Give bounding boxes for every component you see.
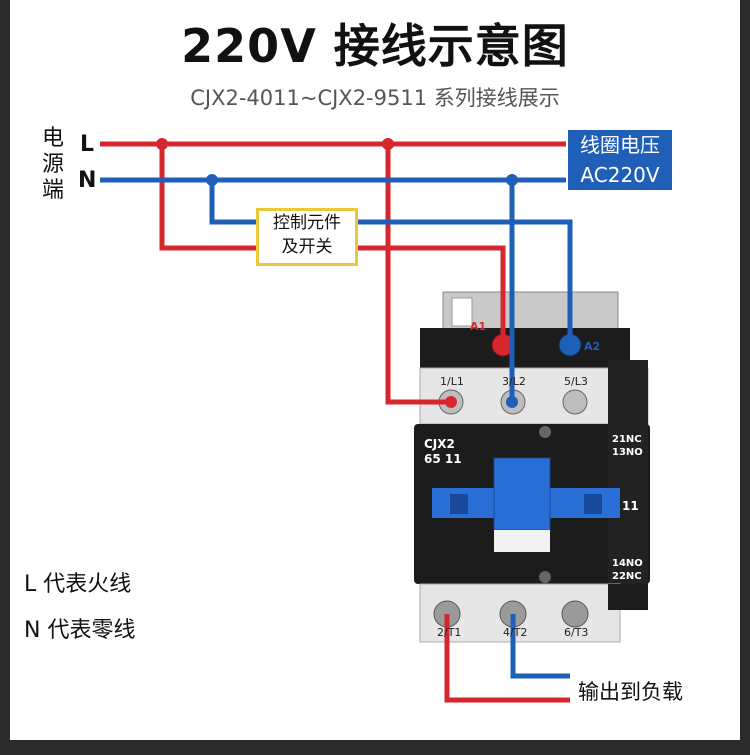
actuator-center: [493, 457, 551, 531]
live-to-control: [159, 144, 256, 251]
actuator-left-notch: [450, 494, 468, 514]
bottom-screw-3: [561, 600, 589, 628]
coil-terminal-a2: A2: [584, 340, 600, 353]
bracket-slot: [451, 297, 473, 327]
junction-dot: [506, 174, 518, 186]
top-screw-3: [562, 389, 588, 415]
terminal-dot: [506, 396, 518, 408]
aux-label-21nc: 21NC: [612, 434, 642, 445]
bottom-aux-block: [608, 584, 648, 610]
model-rating: 65 11: [424, 452, 462, 466]
legend-live: L 代表火线: [24, 572, 132, 597]
control-element-box: 控制元件 及开关: [256, 208, 358, 266]
junction-dot: [156, 138, 168, 150]
actuator-right-notch: [584, 494, 602, 514]
page-subtitle: CJX2-4011~CJX2-9511 系列接线展示: [190, 86, 560, 110]
live-wires: [100, 141, 570, 703]
actuator-window: [494, 530, 550, 552]
live-to-terminal-1: [385, 144, 451, 405]
control-line2: 及开关: [281, 237, 333, 257]
coil-terminal-a1: A1: [470, 320, 486, 333]
page-title: 220V 接线示意图: [181, 19, 569, 73]
legend-neutral: N 代表零线: [24, 618, 136, 643]
coil-voltage-box: 线圈电压 AC220V: [568, 130, 672, 190]
output-t1: [444, 614, 570, 703]
terminal-dot: [445, 396, 457, 408]
coil-terminal-block: [420, 328, 630, 368]
body-screw-bottom: [539, 571, 551, 583]
junction-dot: [206, 174, 218, 186]
coil-voltage-line1: 线圈电压: [580, 133, 660, 157]
aux-label-13no: 13NO: [612, 447, 643, 458]
side-aux-panel: [608, 360, 648, 590]
bottom-terminal-label-1: 2/T1: [437, 626, 461, 639]
top-terminal-label-3: 5/L3: [564, 375, 588, 388]
control-line1: 控制元件: [273, 213, 341, 233]
top-terminal-label-2: 3/L2: [502, 375, 526, 388]
control-to-a2: [352, 219, 573, 345]
source-label: 电源端: [41, 126, 64, 203]
control-to-a1: [352, 245, 506, 345]
aux-label-22nc: 22NC: [612, 571, 642, 582]
junction-dot: [382, 138, 394, 150]
body-screw-top: [539, 426, 551, 438]
neutral-wires: [100, 177, 573, 679]
line-l-label: L: [80, 132, 95, 157]
bottom-terminal-label-2: 4/T2: [503, 626, 527, 639]
aux-label-11: 11: [622, 499, 639, 513]
bottom-terminal-label-3: 6/T3: [564, 626, 588, 639]
output-t2: [510, 614, 570, 679]
output-label: 输出到负载: [578, 680, 683, 704]
neutral-to-control: [209, 180, 256, 225]
model-label: CJX2: [424, 437, 455, 451]
line-n-label: N: [78, 168, 97, 193]
coil-voltage-line2: AC220V: [580, 163, 660, 187]
top-terminal-label-1: 1/L1: [440, 375, 464, 388]
aux-label-14no: 14NO: [612, 558, 643, 569]
